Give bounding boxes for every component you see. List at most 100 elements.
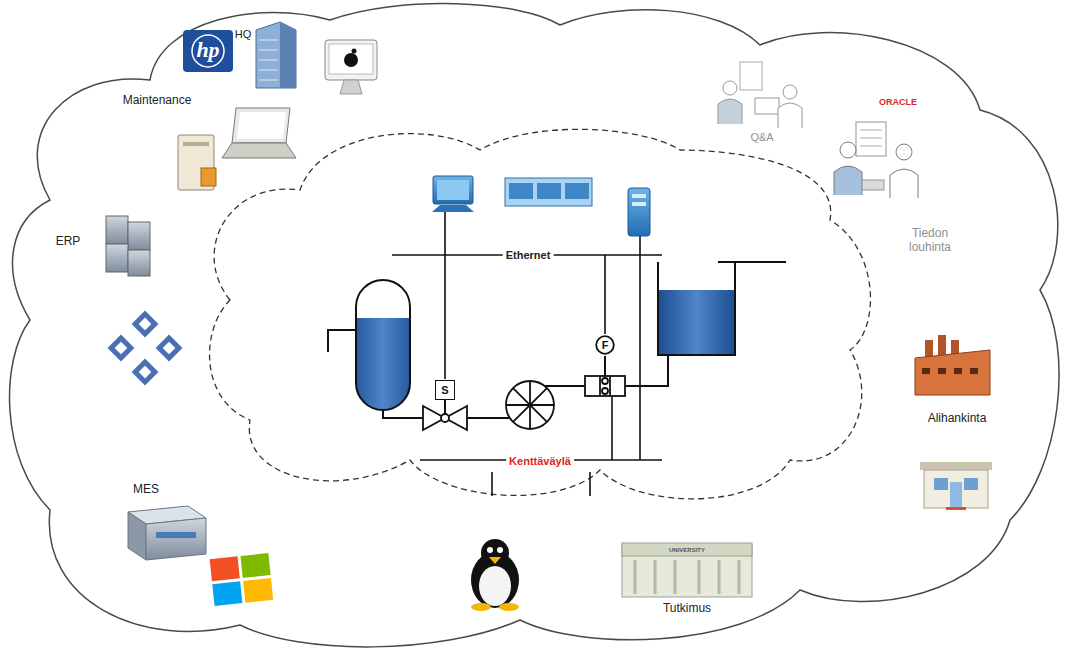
people-icon	[783, 85, 797, 99]
linux-penguin	[471, 539, 519, 611]
shop-icon	[946, 507, 966, 510]
factory-icon	[925, 340, 933, 358]
flow-meter	[599, 376, 601, 396]
shop-icon	[950, 482, 962, 508]
people-icon	[862, 180, 884, 190]
university-building	[622, 543, 752, 597]
shop-icon	[934, 478, 948, 490]
flow-meter	[602, 378, 608, 384]
bus-lines	[589, 472, 591, 496]
server-icon	[632, 194, 646, 198]
symbol-letter: F	[602, 340, 609, 351]
hmi-panel	[565, 183, 589, 199]
people-icon	[890, 169, 918, 198]
people-icon	[860, 130, 882, 146]
erp-servers	[128, 250, 150, 276]
pc-icon	[437, 180, 469, 200]
pump-symbol	[506, 381, 554, 429]
pressure-tank	[356, 318, 410, 410]
people-icon	[740, 62, 762, 90]
maintenance-laptop	[222, 108, 296, 158]
symbol-letter: S	[441, 385, 448, 396]
bus-lines	[604, 255, 606, 334]
maintenance-laptop	[237, 112, 286, 139]
bus-lines	[392, 212, 662, 496]
partner-label: Tutkimus	[663, 602, 711, 616]
process-piping	[328, 262, 786, 418]
people-icon	[778, 103, 802, 128]
hmi-panel	[537, 183, 561, 199]
server-icon	[632, 202, 646, 206]
hq-building	[259, 60, 278, 61]
hq-building	[256, 22, 296, 88]
sun-logo	[135, 314, 155, 334]
sun-logo	[108, 311, 182, 385]
bus-lines	[611, 396, 613, 460]
linux-penguin	[471, 552, 519, 608]
pc-icon	[432, 205, 474, 212]
process-piping	[718, 261, 786, 263]
linux-penguin	[489, 557, 501, 564]
windows-logo	[243, 578, 273, 603]
shop-icon	[920, 462, 992, 510]
shop-icon	[924, 470, 988, 508]
bus-lines	[491, 472, 493, 496]
pressure-tank	[356, 280, 410, 410]
shop-icon	[964, 478, 978, 490]
server-icon	[628, 188, 650, 236]
hmi-panel	[509, 183, 533, 199]
apple-monitor	[344, 53, 358, 67]
bus-label: Ethernet	[503, 249, 554, 262]
hmi-panel	[505, 178, 592, 206]
factory-icon	[915, 350, 990, 395]
people-icon	[840, 142, 856, 158]
maintenance-server	[183, 142, 209, 146]
hq-building	[256, 22, 296, 88]
open-tank	[659, 290, 734, 354]
mes-server	[156, 532, 196, 538]
server-icon	[628, 188, 650, 236]
pressure-tank	[350, 280, 416, 418]
process-piping	[383, 410, 423, 418]
inner-cloud	[210, 129, 871, 499]
linux-penguin	[487, 547, 493, 553]
hp-logo	[192, 35, 224, 67]
apple-monitor	[352, 49, 357, 54]
flow-meter	[602, 388, 608, 394]
process-piping	[328, 330, 356, 352]
hp-logo	[183, 30, 233, 72]
activity-label: Tiedon louhinta	[897, 227, 963, 255]
site-label: HQ	[235, 28, 252, 41]
process-piping	[604, 356, 606, 376]
sun-logo	[159, 338, 179, 358]
university-building	[738, 560, 741, 594]
flow-meter	[609, 376, 611, 396]
hq-building	[259, 70, 278, 71]
factory-icon	[954, 368, 962, 374]
erp-servers	[106, 244, 128, 272]
sun-logo	[111, 338, 131, 358]
shop-icon	[920, 462, 992, 470]
people-icon	[834, 166, 862, 195]
university-building	[654, 560, 657, 594]
pump-symbol	[513, 388, 547, 422]
process-piping	[545, 385, 585, 387]
hq-building	[259, 40, 278, 80]
factory-icon	[970, 368, 978, 374]
maintenance-laptop	[222, 143, 296, 158]
university-building	[674, 560, 677, 594]
people-icon	[834, 122, 918, 198]
sun-logo	[108, 311, 182, 385]
people-icon	[723, 81, 737, 95]
sign-text: UNIVERSITY	[669, 547, 705, 554]
hq-building	[280, 22, 296, 88]
activity-label: Q&A	[750, 131, 773, 144]
windows-logo	[210, 553, 274, 606]
erp-servers	[128, 222, 150, 250]
system-label: MES	[133, 483, 159, 497]
maintenance-server	[201, 168, 216, 186]
factory-icon	[938, 368, 946, 374]
windows-logo	[240, 553, 270, 578]
pc-icon	[432, 176, 474, 212]
